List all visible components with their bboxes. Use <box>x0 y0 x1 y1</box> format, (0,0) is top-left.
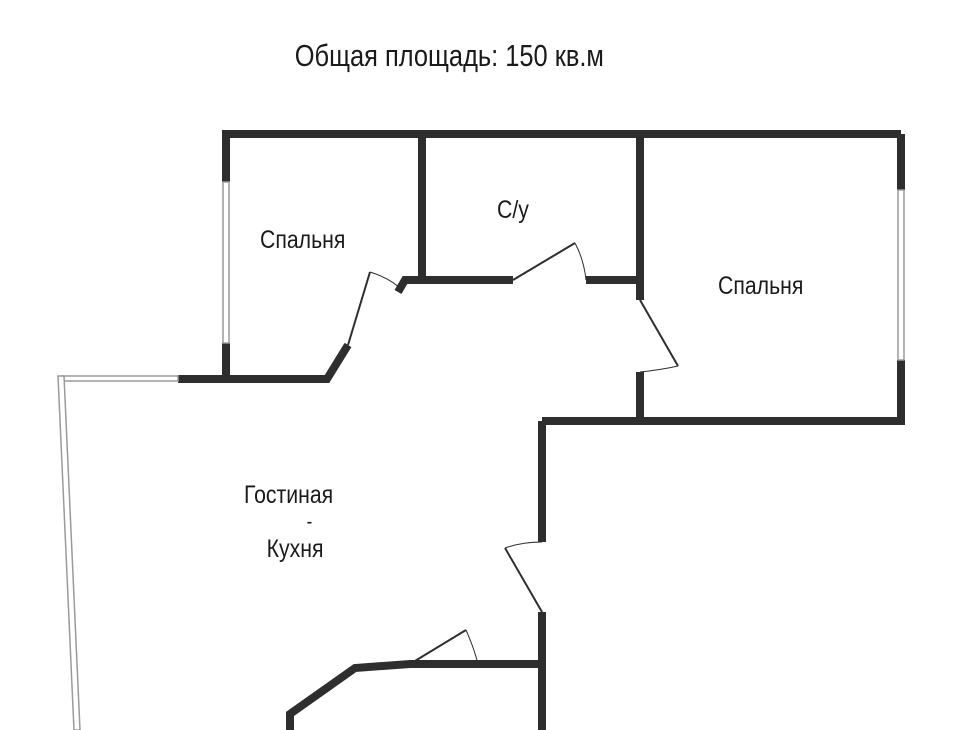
door-leaf-hall <box>504 547 543 613</box>
wall-partition-bedroom-bath <box>394 134 426 295</box>
total-area-title: Общая площадь: 150 кв.м <box>294 38 604 73</box>
window-balcony-side <box>57 375 81 730</box>
walls <box>178 130 905 730</box>
doors <box>347 242 679 665</box>
room-label-dash: - <box>306 511 313 533</box>
window-balcony-top <box>61 375 179 382</box>
window-right-bedroom <box>897 189 905 361</box>
room-label-living-kitchen: Гостиная - Кухня <box>244 478 344 566</box>
windows <box>57 181 905 730</box>
door-arc-bedroom-right <box>639 365 679 373</box>
door-leaf-bedroom-left <box>347 271 371 346</box>
window-left-bedroom <box>222 181 230 344</box>
door-leaf-kitchen <box>409 629 467 665</box>
room-label-bathroom: С/у <box>497 196 529 224</box>
room-label-kitchen: Кухня <box>266 535 324 563</box>
room-label-bedroom-right: Спальня <box>718 272 804 300</box>
door-leaf-bedroom-right <box>639 299 679 367</box>
door-arc-bedroom-left <box>369 271 403 291</box>
door-arc-hall <box>504 541 543 549</box>
wall-bedroom-bottom <box>178 342 352 383</box>
room-label-living: Гостиная <box>244 481 334 509</box>
door-arc-kitchen <box>465 629 479 665</box>
door-arc-bath <box>574 242 587 281</box>
wall-kitchen-bottom <box>286 660 542 730</box>
room-label-bedroom-left: Спальня <box>260 226 346 254</box>
door-leaf-bath <box>512 242 576 281</box>
